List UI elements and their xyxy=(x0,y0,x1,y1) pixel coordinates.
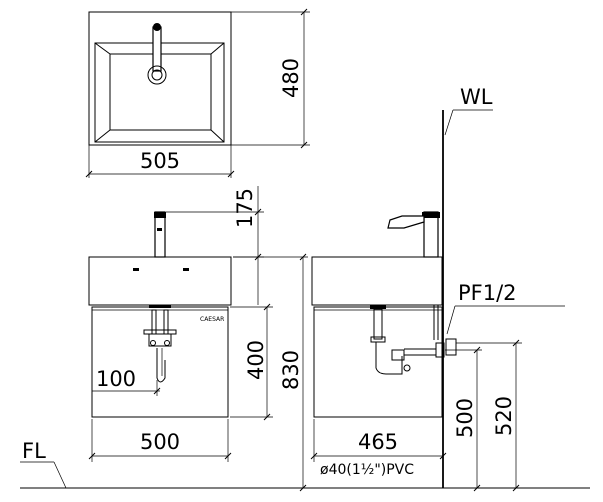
cabinet-height-label: 400 xyxy=(244,340,268,380)
wall-label: WL xyxy=(460,85,493,109)
top-view: 505 480 xyxy=(85,8,310,178)
total-height-label: 830 xyxy=(279,350,303,390)
side-view: WL PF1/2 465 ø40(1½")PVC xyxy=(310,85,565,492)
drain-pipe-label: ø40(1½")PVC xyxy=(320,462,414,478)
top-depth-label: 480 xyxy=(279,58,303,98)
supply-pipe-label: PF1/2 xyxy=(458,281,517,305)
front-brand-label: CAESAR xyxy=(200,316,224,323)
floor-label: FL xyxy=(22,439,46,463)
floor: FL xyxy=(20,439,590,489)
side-depth-label: 465 xyxy=(358,430,398,454)
faucet-height-label: 175 xyxy=(233,188,257,228)
drain-offset-label: 100 xyxy=(96,367,136,391)
drain-height-label: 500 xyxy=(453,398,477,438)
front-view: CAESAR 175 400 830 100 xyxy=(88,186,308,492)
top-width-label: 505 xyxy=(140,149,180,173)
supply-height-label: 520 xyxy=(492,396,516,436)
front-width-label: 500 xyxy=(140,430,180,454)
